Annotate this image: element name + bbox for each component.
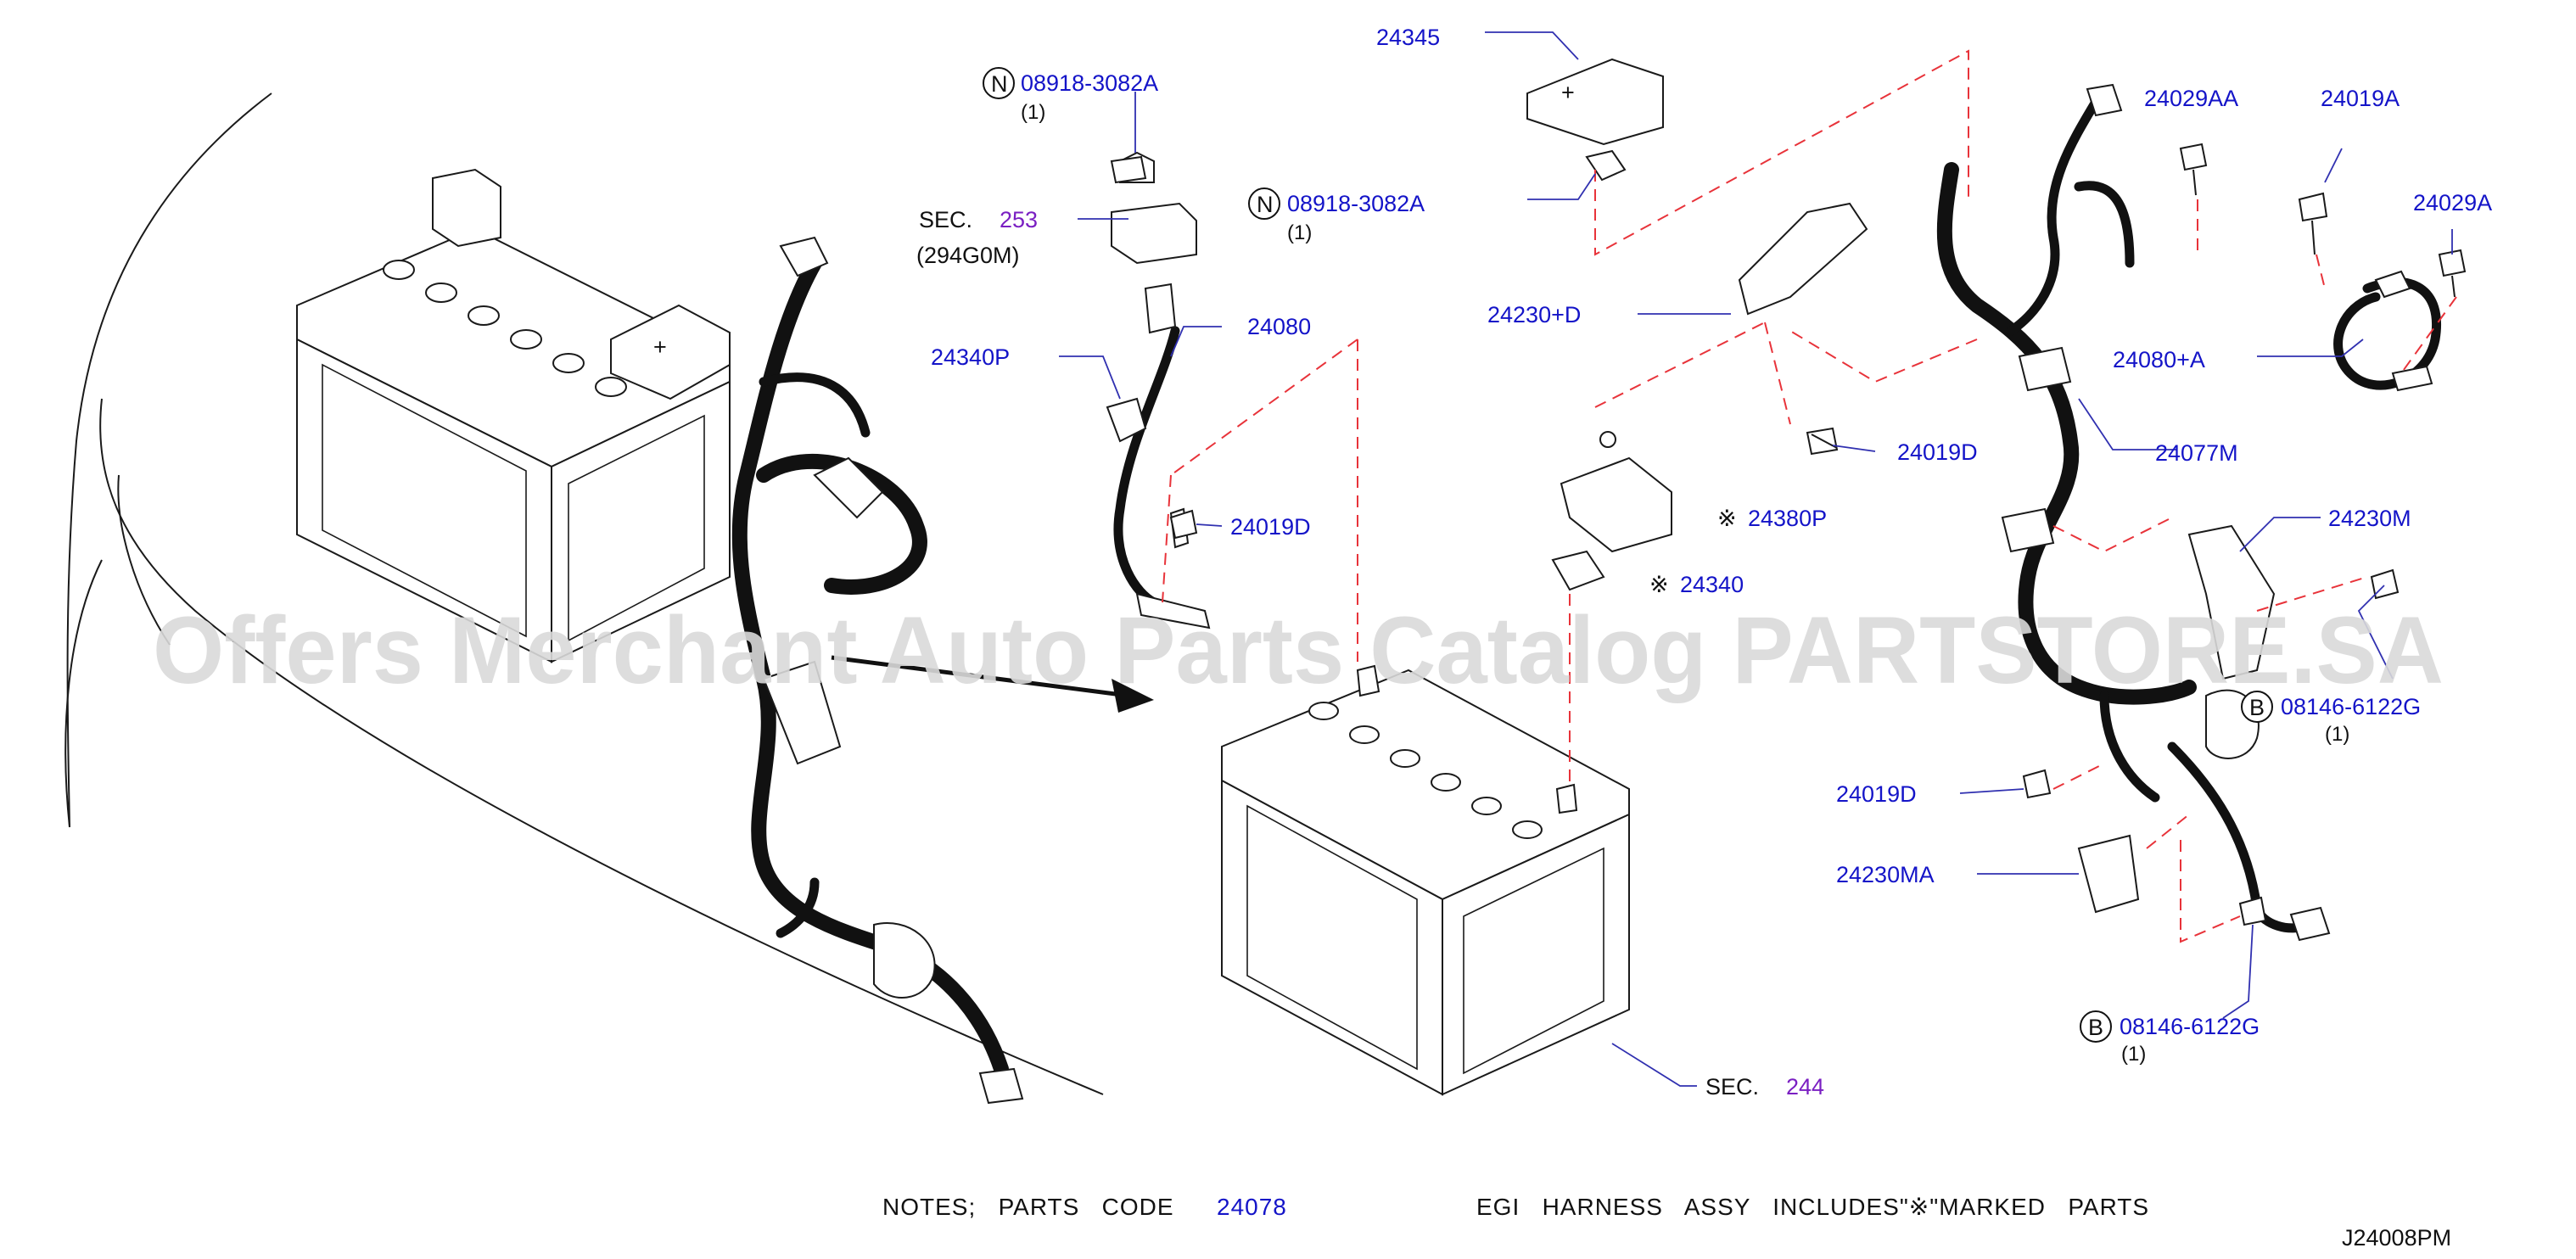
battery-installed: + <box>296 168 731 663</box>
part-label-24230MA[interactable]: 24230MA <box>1836 862 1935 887</box>
cable-24080A <box>2333 270 2441 392</box>
mark-24380P: ※ <box>1717 506 1737 531</box>
battery-exploded <box>1221 664 1630 1096</box>
b-badge-icon <box>2080 1010 2112 1043</box>
callout-quantity: (1) <box>2325 723 2349 746</box>
part-label-24029AA[interactable]: 24029AA <box>2144 86 2238 111</box>
bracket-24230M <box>2187 524 2276 680</box>
mark-24340: ※ <box>1649 572 1669 597</box>
part-label-24019D-b[interactable]: 24019D <box>1230 514 1311 540</box>
part-label-24019D-a[interactable]: 24019D <box>1897 439 1978 465</box>
part-label-24230D[interactable]: 24230+D <box>1487 302 1581 327</box>
terminal-cover-plus-icon: + <box>610 304 731 400</box>
assembly-guide-lines <box>1162 49 2457 943</box>
callout-badge: N <box>991 71 1008 97</box>
svg-text:+: + <box>653 334 667 360</box>
callout-badge: B <box>2088 1015 2103 1040</box>
part-label-24340P[interactable]: 24340P <box>931 344 1010 370</box>
section-number[interactable]: 244 <box>1786 1074 1824 1100</box>
bracket-24230MA <box>2077 834 2140 914</box>
part-label-24080A[interactable]: 24080+A <box>2113 347 2205 372</box>
callout-badge: B <box>2249 695 2265 720</box>
direction-arrow <box>831 655 1154 713</box>
callout-quantity: (1) <box>1021 101 1045 124</box>
bolt-24019D-c <box>2022 769 2052 799</box>
section-ref-244[interactable]: SEC. 244 <box>1705 1074 1824 1100</box>
notes: NOTES; PARTS CODE 24078 EGI HARNESS ASSY… <box>882 1194 2149 1220</box>
nut-08918-3082A <box>1110 155 1147 184</box>
leader-lines <box>1059 31 2453 1087</box>
battery-cells-center <box>1308 702 1543 839</box>
part-label-24019A[interactable]: 24019A <box>2321 86 2400 111</box>
svg-text:+: + <box>1561 80 1575 105</box>
callout-part-number[interactable]: 08918-3082A <box>1021 70 1158 96</box>
part-label-24230M[interactable]: 24230M <box>2328 506 2411 531</box>
bolt-24019D-b <box>1169 509 1198 540</box>
notes-code[interactable]: 24078 <box>1217 1194 1287 1220</box>
bolt-24019A <box>2298 192 2328 255</box>
callout-n2[interactable]: N 08918-3082A (1) <box>1248 187 1425 244</box>
callout-quantity: (1) <box>2121 1043 2146 1066</box>
part-label-24019D-c[interactable]: 24019D <box>1836 781 1917 807</box>
fusible-link-24380P <box>1551 431 1672 591</box>
vehicle-body-outline <box>64 92 1104 1095</box>
cable-24080 <box>1106 283 1211 630</box>
callout-part-number[interactable]: 08146-6122G <box>2281 694 2421 719</box>
callout-n1[interactable]: N 08918-3082A (1) <box>983 67 1158 124</box>
terminal-cover-24345: + <box>1526 58 1664 182</box>
callout-part-number[interactable]: 08146-6122G <box>2120 1014 2260 1039</box>
harness-24077M <box>1936 83 2331 942</box>
bolt-24019D-a <box>1806 427 1839 456</box>
section-prefix: SEC. <box>1705 1074 1759 1100</box>
part-label-24029A[interactable]: 24029A <box>2413 190 2492 215</box>
callout-part-number[interactable]: 08918-3082A <box>1287 191 1425 216</box>
n-badge-icon <box>983 67 1015 99</box>
section-prefix: SEC. <box>919 207 972 232</box>
harness-installed <box>731 236 1024 1105</box>
callout-b2[interactable]: B 08146-6122G (1) <box>2080 1010 2260 1066</box>
callout-quantity: (1) <box>1287 221 1312 244</box>
bolt-08146-6122G-b <box>2238 896 2267 926</box>
callout-b1[interactable]: B 08146-6122G (1) <box>2241 691 2421 746</box>
diagram-code: J24008PM <box>2342 1225 2451 1251</box>
part-labels[interactable]: 24345 24029AA 24019A 24029A 24230+D 2408… <box>931 25 2492 887</box>
notes-prefix: NOTES; PARTS CODE <box>882 1194 1174 1220</box>
bolt-24029A <box>2438 249 2467 298</box>
b-badge-icon <box>2241 691 2273 723</box>
part-label-24340[interactable]: 24340 <box>1680 572 1744 597</box>
section-number[interactable]: 253 <box>1000 207 1038 232</box>
watermark-text: Offers Merchant Auto Parts Catalog PARTS… <box>153 597 2444 703</box>
part-label-24080[interactable]: 24080 <box>1247 314 1311 339</box>
section-sub: (294G0M) <box>916 243 1020 268</box>
part-label-24380P[interactable]: 24380P <box>1748 506 1827 531</box>
part-label-24077M[interactable]: 24077M <box>2155 440 2238 466</box>
bracket-24230D <box>1738 202 1868 316</box>
notes-suffix: EGI HARNESS ASSY INCLUDES"※"MARKED PARTS <box>1476 1194 2149 1220</box>
section-ref-253[interactable]: SEC. 253 (294G0M) <box>916 207 1038 268</box>
battery-cells-left <box>383 260 627 397</box>
callout-badge: N <box>1257 192 1274 217</box>
bolt-24029AA <box>2179 143 2208 196</box>
n-badge-icon <box>1248 187 1280 220</box>
part-label-24345[interactable]: 24345 <box>1376 25 1440 50</box>
